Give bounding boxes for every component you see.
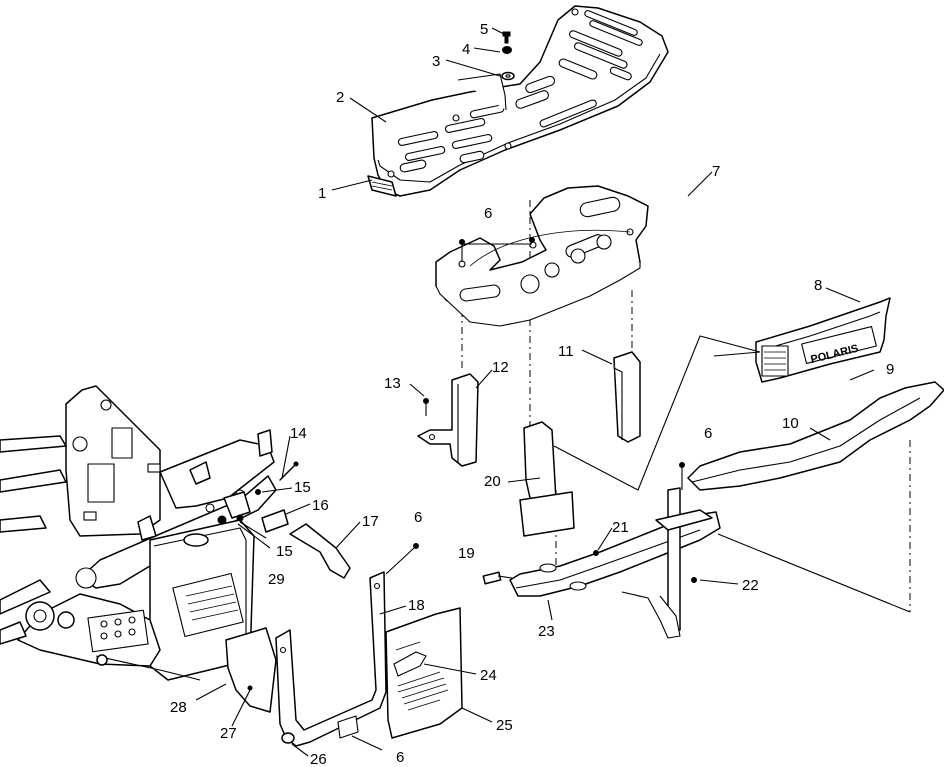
callout-2: 2 [336, 89, 344, 106]
callout-labels: 1 2 3 4 5 6 7 8 9 10 11 12 13 14 15 15 1… [170, 21, 894, 767]
chassis-fasteners [217, 461, 299, 539]
rack-supports [417, 335, 761, 537]
callout-6-bar: 6 [414, 509, 422, 526]
callout-25: 25 [496, 717, 513, 734]
callout-11: 11 [558, 343, 574, 360]
front-grille: POLARIS [755, 297, 891, 383]
callout-23: 23 [538, 623, 555, 640]
front-bumper [687, 381, 944, 491]
front-flap [385, 607, 463, 739]
callout-20: 20 [484, 473, 501, 490]
front-crossmember [509, 462, 911, 639]
callout-8: 8 [814, 277, 822, 294]
callout-27: 27 [220, 725, 237, 742]
rack-fasteners [457, 31, 515, 111]
rear-rack-plate [371, 5, 669, 197]
callout-17: 17 [362, 513, 379, 530]
callout-7: 7 [712, 163, 720, 180]
callout-3: 3 [432, 53, 440, 70]
callout-9: 9 [886, 361, 894, 378]
callout-19: 19 [458, 545, 475, 562]
callout-28: 28 [170, 699, 187, 716]
callout-15-lower: 15 [276, 543, 293, 560]
callout-10: 10 [782, 415, 799, 432]
callout-13: 13 [384, 375, 401, 392]
callout-15-upper: 15 [294, 479, 311, 496]
callout-6-bottom: 6 [396, 749, 404, 766]
chassis-frame [0, 385, 277, 681]
crossmember-bolt [482, 571, 513, 585]
left-flap [225, 627, 295, 744]
callout-6-bracket: 6 [484, 205, 492, 222]
callout-21: 21 [612, 519, 629, 536]
support-bar [289, 523, 351, 579]
callout-1: 1 [318, 185, 326, 202]
callout-leaders [195, 27, 875, 757]
callout-22: 22 [742, 577, 759, 594]
callout-24: 24 [480, 667, 497, 684]
callout-6-crossmember: 6 [704, 425, 712, 442]
callout-12: 12 [492, 359, 509, 376]
callout-14: 14 [290, 425, 307, 442]
callout-29: 29 [268, 571, 285, 588]
callout-26: 26 [310, 751, 327, 767]
rack-support-bracket [435, 185, 649, 327]
callout-5: 5 [480, 21, 488, 38]
callout-4: 4 [462, 41, 470, 58]
callout-16: 16 [312, 497, 329, 514]
callout-18: 18 [408, 597, 425, 614]
rack-clip [367, 175, 397, 197]
